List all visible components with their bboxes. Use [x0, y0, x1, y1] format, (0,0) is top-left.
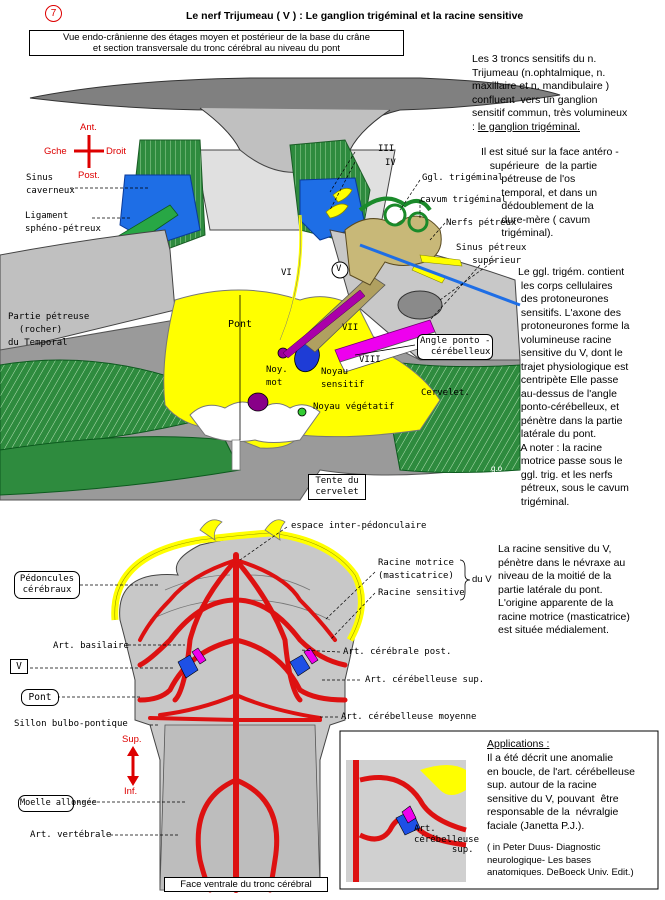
page-title: Le nerf Trijumeau ( V ) : Le ganglion tr…: [186, 10, 524, 22]
label-VIII: VIII: [359, 355, 381, 365]
compass-ant: Ant.: [80, 122, 97, 133]
compass-post: Post.: [78, 170, 100, 181]
label-VI: VI: [281, 268, 292, 278]
petrous-bone-left: [0, 229, 176, 351]
text-para4: La racine sensitive du V, pénètre dans l…: [498, 543, 630, 636]
text-para1-a: Les 3 troncs sensitifs du n. Trijumeau (…: [472, 53, 628, 133]
cavum-trigeminal: [358, 196, 432, 212]
applications-ref: ( in Peter Duus- Diagnostic neurologique…: [487, 842, 634, 878]
label-pedoncules: Pédoncules cérébraux: [14, 571, 80, 599]
label-partie-petreuse: Partie pétreuse (rocher) du Temporal: [8, 312, 90, 348]
label-sinus-caverneux: Sinus caverneux: [26, 173, 75, 196]
text-para3: Le ggl. trigém. contient les corps cellu…: [518, 266, 630, 508]
compass-sup: Sup.: [122, 734, 142, 745]
sinus-petreux-sup-line: [359, 243, 521, 307]
label-cervelet: Cervelet.: [421, 388, 470, 398]
label-moelle: Moelle allongée: [18, 795, 97, 812]
label-noy-mot: Noy. mot: [266, 365, 288, 388]
label-ligament: Ligament sphéno-pétreux: [25, 211, 101, 234]
label-VII: VII: [342, 323, 359, 333]
label-noyau-vegetatif: Noyau végétatif: [313, 402, 395, 412]
page-number-badge: 7: [45, 5, 62, 22]
label-noyau-sensitif: Noyau sensitif: [321, 367, 365, 390]
label-v-box: V: [10, 659, 28, 674]
compass-left: Gche: [44, 146, 67, 157]
label-ggl-trigeminal: Ggl. trigéminal: [422, 173, 504, 183]
label-IV: IV: [385, 158, 396, 168]
top-caption-box: Vue endo-crânienne des étages moyen et p…: [29, 30, 404, 56]
label-III: III: [378, 144, 395, 154]
label-sinus-petreux: Sinus pétreux supérieur: [456, 243, 527, 266]
label-art-cerebelleuse-sup: Art. cérébelleuse sup.: [365, 675, 485, 685]
label-pont-box: Pont: [21, 689, 59, 706]
label-art-cerebrale: Art. cérébrale post.: [343, 647, 452, 657]
compass-bottom-icon: [127, 746, 139, 786]
noyau-vegetatif-icon: [297, 407, 307, 417]
compass-top-icon: [74, 135, 104, 168]
label-nerfs-petreux: Nerfs pétreux: [446, 218, 517, 228]
cavum-loop-2: [407, 211, 429, 233]
fourth-ventricle: [189, 401, 321, 443]
label-cavum: cavum trigéminal: [420, 195, 507, 205]
label-signature: g.o: [491, 464, 503, 473]
label-racine-sensitive: Racine sensitive: [378, 588, 465, 598]
label-sillon: Sillon bulbo-pontique: [14, 719, 128, 729]
V-root-left-magenta: [191, 647, 207, 665]
label-espace: espace inter-pédonculaire: [291, 521, 427, 531]
text-para1: Les 3 troncs sensitifs du n. Trijumeau (…: [472, 53, 627, 134]
compass-inf: Inf.: [124, 786, 138, 797]
internal-acoustic-meatus: [397, 290, 443, 320]
label-du-v: du V: [472, 574, 492, 585]
V-root-right-blue: [289, 654, 311, 677]
label-art-cerebelleuse-moy: Art. cérébelleuse moyenne: [341, 712, 477, 722]
applications-title: Applications :: [487, 738, 550, 750]
label-racine-motrice: Racine motrice (masticatrice): [378, 558, 454, 581]
text-para2: Il est situé sur la face antéro - supéri…: [481, 146, 619, 239]
mammillary-left: [199, 519, 223, 541]
cavum-loop-1: [383, 203, 407, 227]
upper-leaders: [70, 151, 496, 321]
lower-leaders: [30, 526, 376, 836]
label-art-basilaire: Art. basilaire: [53, 641, 129, 651]
compass-right: Droit: [106, 146, 127, 157]
label-inset: Art. cérébelleuse sup.: [414, 824, 480, 855]
mammillary-right: [264, 519, 286, 541]
V-marker: [331, 261, 349, 279]
V-root-right-magenta: [303, 647, 319, 665]
text-para1-b: le ganglion trigéminal.: [477, 120, 580, 133]
label-angle-ponto: Angle ponto - cérébelleux: [417, 334, 493, 360]
aqueduct: [231, 439, 241, 471]
angle-pointer: [354, 344, 416, 356]
V-root-left-blue: [177, 654, 199, 679]
label-tente: Tente du cervelet: [308, 474, 366, 500]
root-motor-V: [282, 289, 366, 359]
label-V: V: [336, 264, 342, 274]
nerve-IV-icon: [325, 203, 349, 219]
label-art-vertebrale: Art. vertébrale: [30, 830, 112, 840]
inset-illustration: [346, 760, 467, 882]
brace-du-v: [459, 559, 471, 601]
label-face-ventrale: Face ventrale du tronc cérébral: [164, 877, 328, 892]
noyau-moteur-bottom-icon: [247, 392, 269, 412]
ganglion-trigeminal: [344, 215, 442, 286]
nerve-VI-outline: [279, 214, 302, 341]
arteries: [137, 552, 348, 893]
medulla: [159, 724, 321, 891]
label-pont: Pont: [228, 319, 253, 330]
applications-body: Il a été décrit une anomalie en boucle, …: [487, 752, 635, 832]
